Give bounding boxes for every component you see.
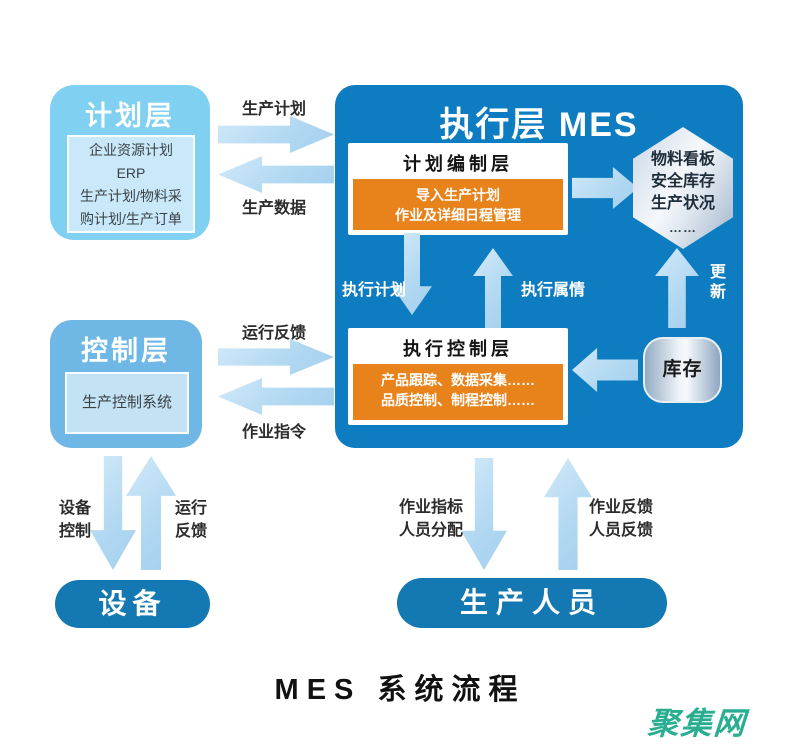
watermark: 聚集网 <box>646 706 749 741</box>
device-feedback-line: 反馈 <box>174 523 207 540</box>
kanban-line: 安全库存 <box>650 173 715 190</box>
production-plan-label: 生产计划 <box>241 101 306 118</box>
to-kanban-arrow <box>572 167 638 209</box>
equipment-pill: 设备 <box>55 580 210 628</box>
production-plan-arrow <box>218 116 334 153</box>
erp-line: 生产计划/物料采 <box>80 188 182 204</box>
execution-control-panel: 执行控制层 产品跟踪、数据采集…… 品质控制、制程控制…… <box>348 328 568 425</box>
plan-compilation-panel: 计划编制层 导入生产计划 作业及详细日程管理 <box>348 143 568 235</box>
execution-status-arrow <box>473 248 513 328</box>
work-feedback-line: 作业反馈 <box>588 499 653 516</box>
work-metrics-label: 作业指标 人员分配 <box>390 496 472 542</box>
device-feedback-line: 运行 <box>174 500 207 517</box>
kanban-line: 物料看板 <box>650 151 715 168</box>
work-feedback-line: 人员反馈 <box>588 522 653 539</box>
production-control-system-box: 生产控制系统 <box>65 372 189 434</box>
mes-title: 执行层 MES <box>439 106 639 144</box>
work-feedback-label: 作业反馈 人员反馈 <box>580 496 662 542</box>
kanban-line: 生产状况 <box>650 195 715 212</box>
erp-line: 购计划/生产订单 <box>80 211 182 227</box>
work-order-label: 作业指令 <box>241 424 306 441</box>
diagram-title: MES 系统流程 <box>274 674 526 706</box>
plan-compilation-line: 作业及详细日程管理 <box>395 207 521 223</box>
mes-execution-layer-box: 执行层 MES 计划编制层 导入生产计划 作业及详细日程管理 执行控制层 产品跟… <box>335 85 743 448</box>
operation-feedback-arrow <box>218 339 334 375</box>
erp-detail-box: 企业资源计划 ERP 生产计划/物料采 购计划/生产订单 <box>67 135 195 233</box>
execution-control-line: 产品跟踪、数据采集…… <box>381 372 535 388</box>
device-control-label: 设备 控制 <box>50 497 100 543</box>
execution-control-line: 品质控制、制程控制…… <box>381 392 535 408</box>
update-arrow <box>655 248 699 328</box>
work-metrics-line: 人员分配 <box>398 522 463 539</box>
plan-compilation-detail: 导入生产计划 作业及详细日程管理 <box>353 179 563 230</box>
device-control-line: 设备 <box>58 500 91 517</box>
plan-compilation-line: 导入生产计划 <box>416 187 500 203</box>
update-label: 更新 <box>707 263 724 303</box>
erp-line: 企业资源计划 <box>89 142 173 158</box>
inventory-to-control-arrow <box>572 348 638 392</box>
production-data-label: 生产数据 <box>241 200 306 217</box>
control-layer-title: 控制层 <box>81 336 171 366</box>
planning-layer-box: 计划层 企业资源计划 ERP 生产计划/物料采 购计划/生产订单 <box>50 85 210 240</box>
plan-compilation-title: 计划编制层 <box>403 154 513 174</box>
work-metrics-line: 作业指标 <box>398 499 463 516</box>
erp-line: ERP <box>116 165 146 181</box>
device-control-line: 控制 <box>58 523 91 540</box>
planning-layer-title: 计划层 <box>85 101 175 131</box>
control-layer-box: 控制层 生产控制系统 <box>50 320 202 448</box>
kanban-ellipsis: …… <box>669 220 697 235</box>
execution-status-label: 执行属情 <box>520 282 585 299</box>
device-feedback-label: 运行 反馈 <box>166 497 216 543</box>
inventory-box: 库存 <box>643 337 722 403</box>
execution-control-detail: 产品跟踪、数据采集…… 品质控制、制程控制…… <box>353 364 563 420</box>
execute-plan-label: 执行计划 <box>341 282 406 299</box>
execution-control-title: 执行控制层 <box>403 339 513 359</box>
execute-plan-arrow <box>392 233 432 315</box>
operation-feedback-label: 运行反馈 <box>241 325 306 342</box>
production-data-arrow <box>218 156 334 193</box>
work-order-arrow <box>218 378 334 415</box>
production-workers-pill: 生产人员 <box>397 578 667 628</box>
